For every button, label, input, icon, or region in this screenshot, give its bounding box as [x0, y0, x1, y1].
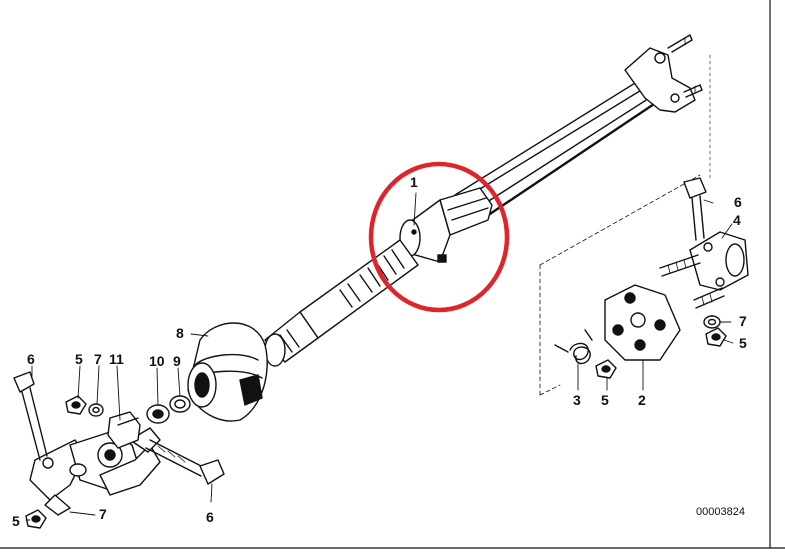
callout-7-right: 7: [739, 313, 747, 329]
nut-bottom: [25, 509, 47, 529]
flange-4: [659, 231, 749, 309]
splined-shaft: [264, 239, 419, 367]
nut-right: [705, 327, 727, 347]
callout-3: 3: [573, 392, 581, 408]
nut-middle: [595, 359, 617, 379]
callout-9: 9: [173, 353, 181, 369]
washer-right: [703, 315, 721, 329]
highlight-circle: [368, 161, 510, 313]
dashed-explode-frame: [539, 174, 701, 396]
steering-column-tube: [454, 79, 662, 224]
shaft-coupling-sleeve: [399, 187, 493, 263]
bolt-bottom: [145, 439, 225, 485]
callout-10: 10: [149, 353, 165, 369]
callout-5-middle: 5: [601, 392, 609, 408]
callout-7-bottom: 7: [99, 506, 107, 522]
bearing-ring-10: [146, 404, 170, 424]
callout-4: 4: [733, 212, 741, 228]
nut-left: [65, 395, 87, 415]
spring-3: [554, 329, 593, 365]
callout-6-left: 6: [27, 351, 35, 367]
bolt-left: [13, 371, 48, 461]
callout-5-right: 5: [739, 335, 747, 351]
callout-8: 8: [176, 325, 184, 341]
callout-6-right: 6: [734, 194, 742, 210]
callout-1: 1: [410, 174, 418, 190]
callout-5-bottom: 5: [12, 513, 20, 529]
rubber-boot: [187, 322, 268, 422]
flex-disc-2: [604, 284, 681, 361]
universal-joint: [29, 411, 161, 516]
drawing-number: 00003824: [696, 506, 745, 518]
washer-9: [169, 395, 191, 413]
upper-bracket: [624, 34, 711, 181]
callout-6-bottom: 6: [206, 509, 214, 525]
callout-7-left: 7: [94, 351, 102, 367]
bolt-right: [683, 177, 707, 241]
callout-5-left: 5: [75, 351, 83, 367]
leader-lines: [25, 192, 734, 521]
callout-2: 2: [638, 392, 646, 408]
washer-left: [88, 403, 104, 417]
callout-11: 11: [109, 351, 124, 367]
